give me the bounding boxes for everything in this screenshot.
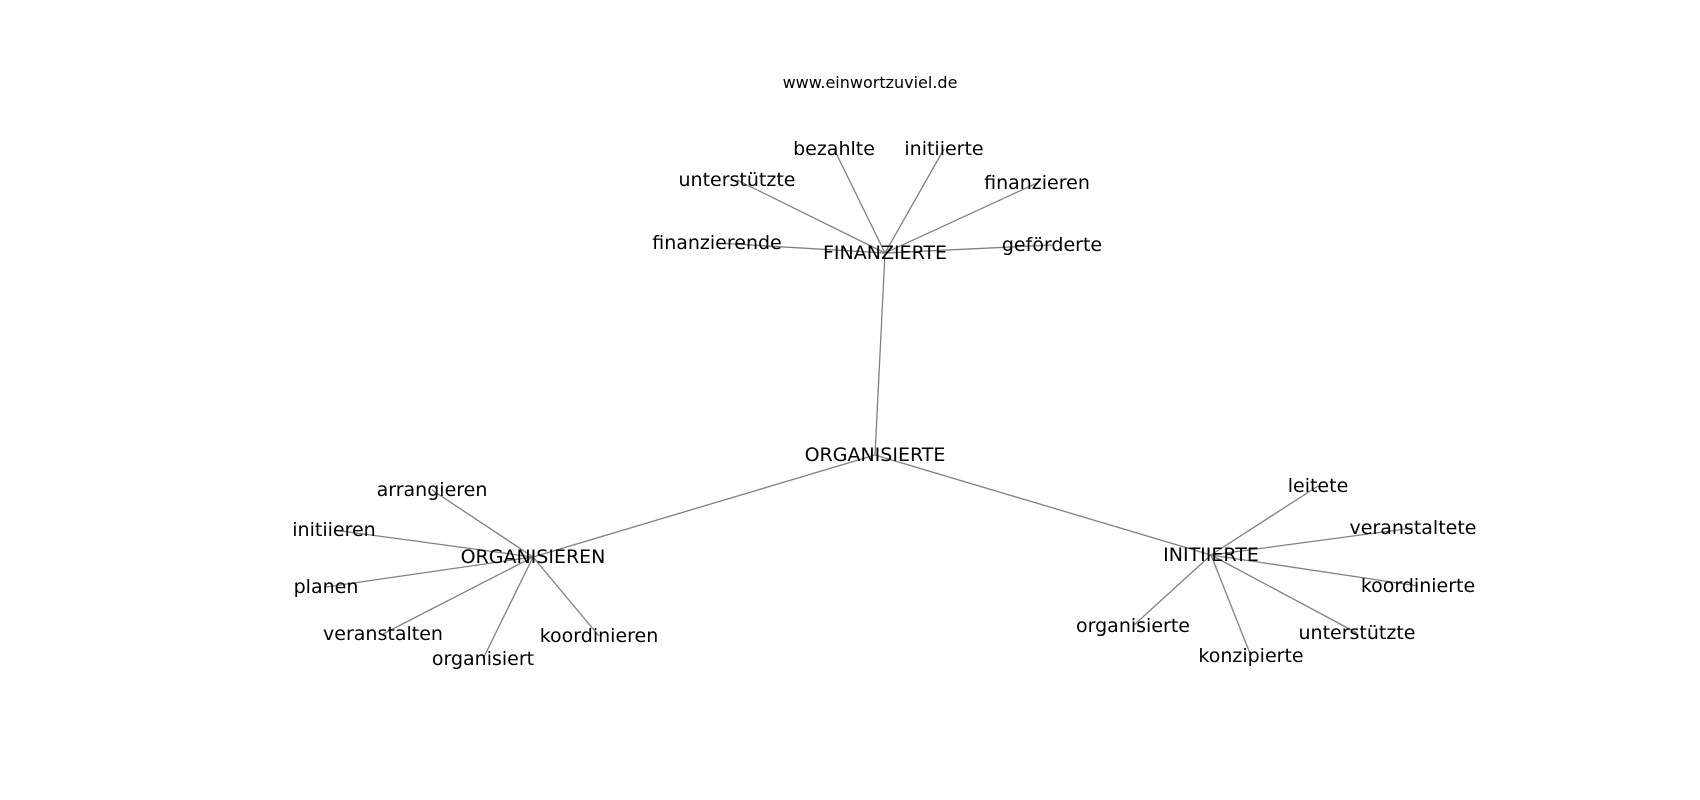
- node-org-koordinieren: koordinieren: [540, 625, 659, 647]
- edge-initiierte-ini-leitete: [1210, 485, 1319, 556]
- node-finanzierte: FINANZIERTE: [823, 242, 947, 264]
- site-url: www.einwortzuviel.de: [783, 73, 958, 92]
- edge-organisierte-finanzierte: [874, 252, 886, 456]
- node-organisierte: ORGANISIERTE: [805, 444, 946, 466]
- node-ini-koordinierte: koordinierte: [1361, 575, 1475, 597]
- edge-organisieren-org-organisiert: [482, 556, 534, 660]
- node-ini-organisierte: organisierte: [1076, 615, 1190, 637]
- edge-initiierte-ini-koordinierte: [1210, 554, 1419, 587]
- node-organisieren: ORGANISIEREN: [461, 546, 606, 568]
- edge-finanzierte-fin-unterstuetzte: [736, 179, 886, 254]
- edge-organisieren-org-arrangieren: [431, 489, 534, 558]
- edge-finanzierte-fin-bezahlte: [833, 148, 886, 254]
- node-org-initiieren: initiieren: [292, 519, 375, 541]
- node-ini-unterstuetzte: unterstützte: [1299, 622, 1416, 644]
- edge-initiierte-ini-unterstuetzte: [1210, 554, 1358, 634]
- node-fin-bezahlte: bezahlte: [793, 138, 875, 160]
- nodes: ORGANISIERTE FINANZIERTE bezahlte initiiert…: [292, 138, 1476, 670]
- edge-finanzierte-fin-gefoerderte: [884, 244, 1053, 254]
- edge-organisieren-org-initiieren: [333, 529, 534, 558]
- node-org-organisiert: organisiert: [432, 648, 534, 670]
- edge-organisierte-initiierte: [874, 454, 1212, 556]
- node-fin-finanzierende: finanzierende: [652, 232, 782, 254]
- edge-organisieren-org-planen: [325, 556, 534, 588]
- node-initiierte: INITIIERTE: [1163, 544, 1259, 566]
- node-fin-unterstuetzte: unterstützte: [679, 169, 796, 191]
- edge-organisieren-org-koordinieren: [532, 556, 600, 637]
- edge-organisierte-organisieren: [532, 454, 876, 558]
- edge-initiierte-ini-konzipierte: [1210, 554, 1252, 657]
- node-fin-finanzieren: finanzieren: [984, 172, 1090, 194]
- node-fin-gefoerderte: geförderte: [1002, 234, 1102, 256]
- node-ini-leitete: leitete: [1288, 475, 1349, 497]
- node-org-veranstalten: veranstalten: [323, 623, 443, 645]
- edges: [325, 148, 1419, 660]
- edge-finanzierte-fin-initiierte: [884, 148, 945, 254]
- edge-finanzierte-fin-finanzieren: [884, 182, 1038, 254]
- edge-initiierte-ini-veranstaltete: [1210, 527, 1414, 556]
- edge-organisieren-org-veranstalten: [382, 556, 534, 635]
- edge-initiierte-ini-organisierte: [1132, 554, 1212, 627]
- node-ini-konzipierte: konzipierte: [1198, 645, 1303, 667]
- node-ini-veranstaltete: veranstaltete: [1350, 517, 1477, 539]
- node-org-planen: planen: [294, 576, 359, 598]
- node-fin-initiierte: initiierte: [904, 138, 983, 160]
- node-org-arrangieren: arrangieren: [377, 479, 488, 501]
- edge-finanzierte-fin-finanzierende: [716, 242, 886, 254]
